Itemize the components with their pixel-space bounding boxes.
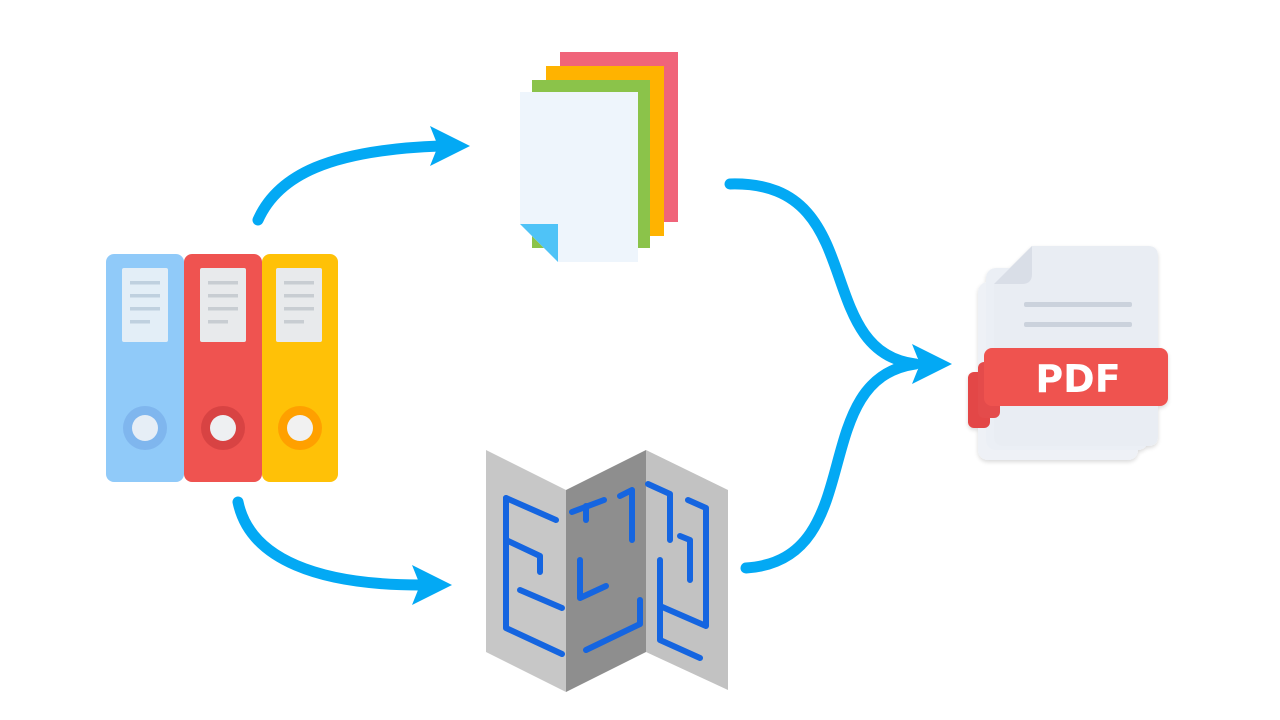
arrow-floorplan-to-pdf <box>740 344 952 574</box>
arrow-documents-to-pdf <box>724 178 921 370</box>
documents-stack-icon <box>520 52 678 262</box>
binder-red <box>184 254 262 482</box>
binders-icon <box>106 254 338 482</box>
arrow-binders-to-floorplan <box>232 496 452 605</box>
pdf-label: PDF <box>1035 357 1120 401</box>
binder-yellow <box>262 254 338 482</box>
floorplan-map-icon <box>486 450 728 692</box>
pdf-file-icon: PDF <box>968 246 1168 460</box>
binder-blue <box>106 254 184 482</box>
arrow-binders-to-documents <box>252 126 470 226</box>
